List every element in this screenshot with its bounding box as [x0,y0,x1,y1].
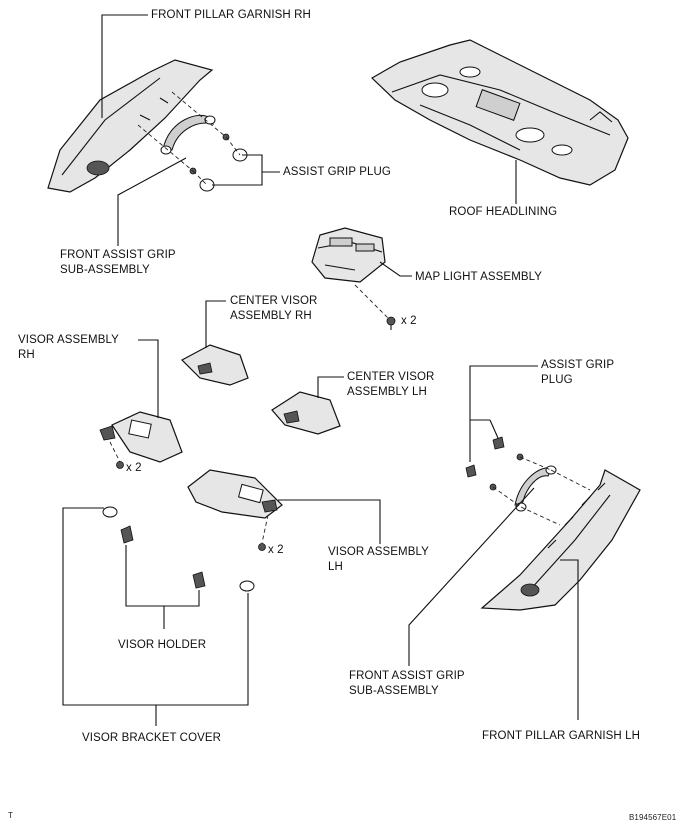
figure-code: B194567E01 [629,813,677,822]
leader-front-pillar-garnish-rh [101,14,148,118]
leader-visor-holder [125,545,200,629]
leader-front-assist-grip-lh [408,487,535,666]
label-center-visor-rh-line2: ASSEMBLY RH [230,310,312,322]
leader-front-pillar-garnish-lh [560,559,579,720]
label-front-pillar-garnish-lh: FRONT PILLAR GARNISH LH [482,730,641,742]
assist-grip-plug-rh-drawing [189,133,248,192]
label-assist-grip-plug-top: ASSIST GRIP PLUG [283,166,391,178]
label-front-assist-grip-rh-line2: SUB-ASSEMBLY [60,264,150,276]
center-visor-lh-drawing [271,391,341,435]
label-assist-grip-plug-right-line1: ASSIST GRIP [541,359,615,371]
leader-visor-bracket-cover [62,507,249,726]
map-light-assembly-drawing [311,227,386,283]
front-assist-grip-rh-drawing [160,114,216,155]
visor-bracket-cover-left-drawing [102,506,118,518]
label-center-visor-lh-line1: CENTER VISOR [347,371,435,383]
leader-visor-assembly-rh [138,339,159,418]
front-pillar-garnish-lh-drawing [480,469,641,611]
label-front-assist-grip-lh-line1: FRONT ASSIST GRIP [349,670,465,682]
label-visor-assembly-rh-line2: RH [18,349,35,361]
corner-mark: T [8,811,13,820]
leader-center-visor-rh [205,300,226,348]
center-visor-rh-drawing [181,344,249,386]
label-front-assist-grip-lh-line2: SUB-ASSEMBLY [349,685,439,697]
visor-holder-right-drawing [192,571,206,589]
visor-bracket-cover-right-drawing [239,580,255,592]
map-light-screw-drawing [386,316,396,330]
visor-holder-left-drawing [120,525,134,544]
label-visor-assembly-rh-line1: VISOR ASSEMBLY [18,334,119,346]
label-roof-headlining: ROOF HEADLINING [449,206,558,218]
leader-map-light [379,261,412,277]
assist-grip-plug-lh-drawing [465,436,524,491]
label-front-pillar-garnish-rh: FRONT PILLAR GARNISH RH [151,9,311,21]
label-visor-bracket-cover: VISOR BRACKET COVER [82,732,222,744]
front-assist-grip-lh-drawing [514,465,557,512]
label-center-visor-rh-line1: CENTER VISOR [230,295,318,307]
label-visor-lh-qty: x 2 [268,544,284,556]
leader-assist-grip-plug-top [212,154,280,186]
label-visor-assembly-lh-line1: VISOR ASSEMBLY [328,546,429,558]
leader-center-visor-lh [317,376,344,398]
visor-assembly-lh-drawing [187,469,283,519]
leader-assist-grip-plug-right [469,365,538,462]
label-front-assist-grip-rh-line1: FRONT ASSIST GRIP [60,249,176,261]
leader-visor-assembly-lh [278,499,381,544]
leader-front-assist-grip-rh [117,157,187,246]
label-assist-grip-plug-right-line2: PLUG [541,374,573,386]
front-pillar-garnish-rh-drawing [47,59,214,193]
label-visor-assembly-lh-line2: LH [328,561,343,573]
label-visor-rh-qty: x 2 [126,462,142,474]
roof-headlining-drawing [371,39,629,186]
label-visor-holder: VISOR HOLDER [118,639,207,651]
visor-assembly-rh-drawing [99,411,183,463]
label-map-light-assembly: MAP LIGHT ASSEMBLY [415,271,543,283]
label-map-light-qty: x 2 [401,315,417,327]
visor-rh-screw-drawing [116,461,124,469]
visor-lh-screw-drawing [258,543,266,551]
label-center-visor-lh-line2: ASSEMBLY LH [347,386,427,398]
